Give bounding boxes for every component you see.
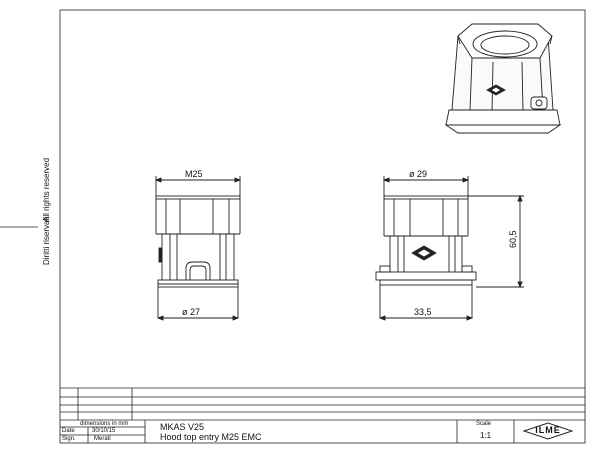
dim-front-bottom: ø 27 (182, 307, 201, 317)
diritti-riservati-note: Diritti riservati (42, 216, 51, 265)
ilme-logo: ILME (522, 422, 574, 440)
dim-side-top: ø 29 (409, 169, 428, 179)
logo-text: ILME (535, 425, 561, 435)
scale-value: 1:1 (480, 431, 492, 440)
product-description: Hood top entry M25 EMC (160, 432, 262, 442)
units-note: dimensions in mm (80, 421, 129, 427)
dim-side-bottom: 33,5 (414, 307, 432, 317)
sign-value: Merati (94, 436, 111, 442)
title-block-grid (60, 387, 585, 443)
logo-diamond-icon (522, 422, 574, 440)
date-value: 30/10/15 (92, 428, 116, 434)
scale-label: Scale (476, 421, 492, 427)
dim-front-top: M25 (185, 169, 203, 179)
isometric-view (444, 23, 562, 134)
side-view (375, 176, 524, 321)
product-code: MKAS V25 (160, 422, 205, 432)
drawing-frame (59, 9, 586, 444)
date-label: Date (62, 428, 75, 434)
dim-side-height: 60,5 (508, 230, 518, 248)
front-view (154, 176, 242, 321)
rights-reserved-note: All rights reserved (42, 157, 51, 222)
sign-label: Sign. (62, 436, 76, 442)
